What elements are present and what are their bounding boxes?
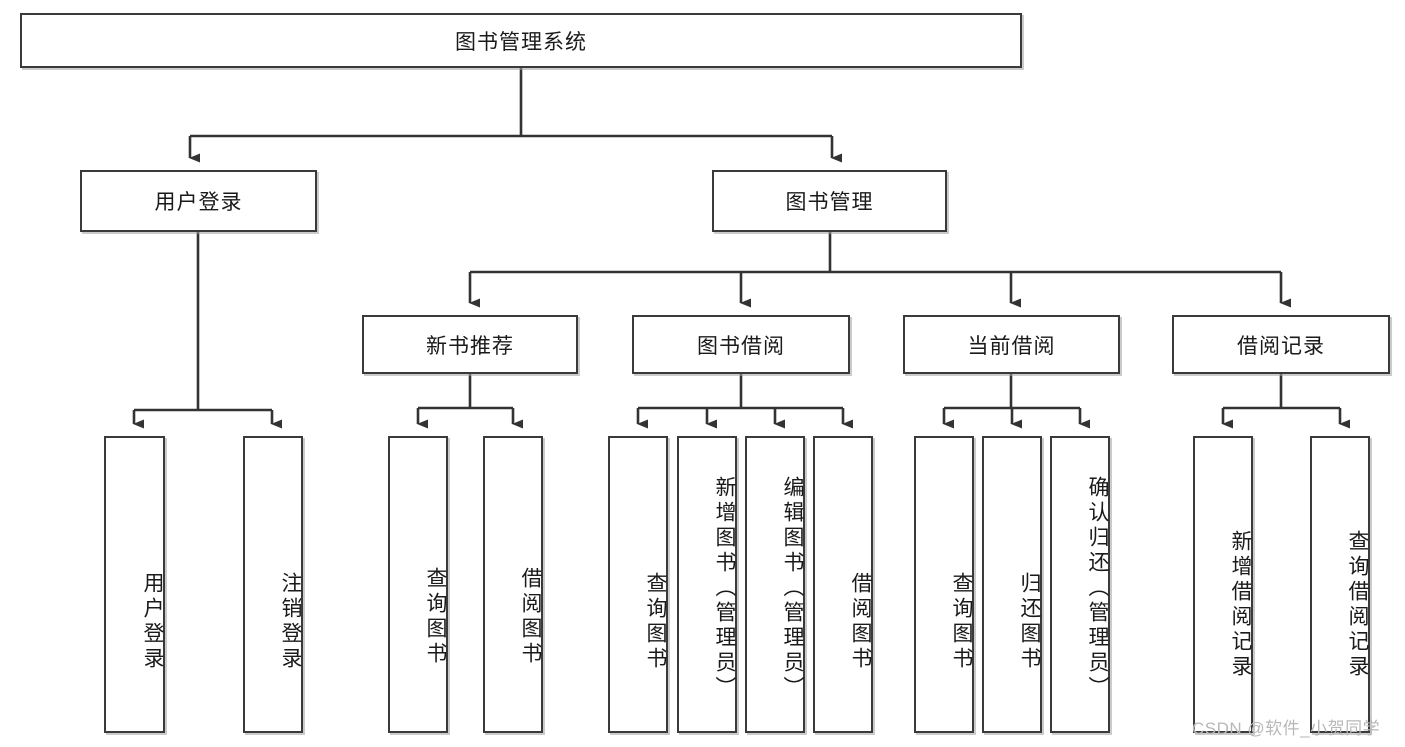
node-book-borrowing[interactable]: 图书借阅 bbox=[632, 315, 850, 374]
node-label: 查询借阅记录 bbox=[1346, 529, 1369, 680]
leaf-edit-book-admin[interactable]: 编辑图书（管理员） bbox=[745, 436, 805, 733]
leaf-borrow-books-newbooks[interactable]: 借阅图书 bbox=[483, 436, 543, 733]
node-book-management[interactable]: 图书管理 bbox=[712, 170, 947, 232]
leaf-return-books[interactable]: 归还图书 bbox=[982, 436, 1042, 733]
node-label: 图书管理 bbox=[785, 191, 874, 214]
node-label: 归还图书 bbox=[1018, 571, 1041, 672]
node-new-book-recommendation[interactable]: 新书推荐 bbox=[362, 315, 578, 374]
node-label: 借阅记录 bbox=[1237, 334, 1325, 358]
leaf-user-login[interactable]: 用户登录 bbox=[104, 436, 165, 733]
leaf-query-books-current[interactable]: 查询图书 bbox=[914, 436, 974, 733]
node-label: 借阅图书 bbox=[519, 566, 542, 667]
leaf-borrow-books-borrowing[interactable]: 借阅图书 bbox=[813, 436, 873, 733]
node-current-borrowing[interactable]: 当前借阅 bbox=[903, 315, 1120, 374]
leaf-add-book-admin[interactable]: 新增图书（管理员） bbox=[677, 436, 737, 733]
leaf-query-borrow-record[interactable]: 查询借阅记录 bbox=[1310, 436, 1370, 733]
node-label: 用户登录 bbox=[141, 571, 164, 672]
node-label: 当前借阅 bbox=[967, 334, 1056, 358]
node-label: 新书推荐 bbox=[426, 334, 514, 358]
node-label: 确认归还（管理员） bbox=[1086, 476, 1109, 701]
leaf-query-books-newbooks[interactable]: 查询图书 bbox=[388, 436, 448, 733]
leaf-add-borrow-record[interactable]: 新增借阅记录 bbox=[1193, 436, 1253, 733]
node-label: 新增借阅记录 bbox=[1229, 529, 1252, 680]
csdn-watermark: CSDN @软件_小贺同学 bbox=[1192, 719, 1381, 738]
node-root-book-management-system[interactable]: 图书管理系统 bbox=[20, 13, 1022, 68]
node-label: 注销登录 bbox=[279, 571, 302, 672]
node-label: 查询图书 bbox=[950, 571, 973, 672]
node-label: 用户登录 bbox=[154, 191, 243, 214]
node-label: 借阅图书 bbox=[849, 571, 872, 672]
node-user-login[interactable]: 用户登录 bbox=[80, 170, 317, 232]
leaf-query-books-borrowing[interactable]: 查询图书 bbox=[608, 436, 668, 733]
leaf-logout[interactable]: 注销登录 bbox=[243, 436, 303, 733]
node-label: 图书借阅 bbox=[697, 334, 785, 358]
leaf-confirm-return-admin[interactable]: 确认归还（管理员） bbox=[1050, 436, 1110, 733]
node-label: 新增图书（管理员） bbox=[713, 476, 736, 701]
node-label: 图书管理系统 bbox=[455, 30, 587, 54]
node-label: 查询图书 bbox=[424, 566, 447, 667]
node-label: 查询图书 bbox=[644, 571, 667, 672]
node-borrowing-records[interactable]: 借阅记录 bbox=[1172, 315, 1390, 374]
node-label: 编辑图书（管理员） bbox=[781, 476, 804, 701]
